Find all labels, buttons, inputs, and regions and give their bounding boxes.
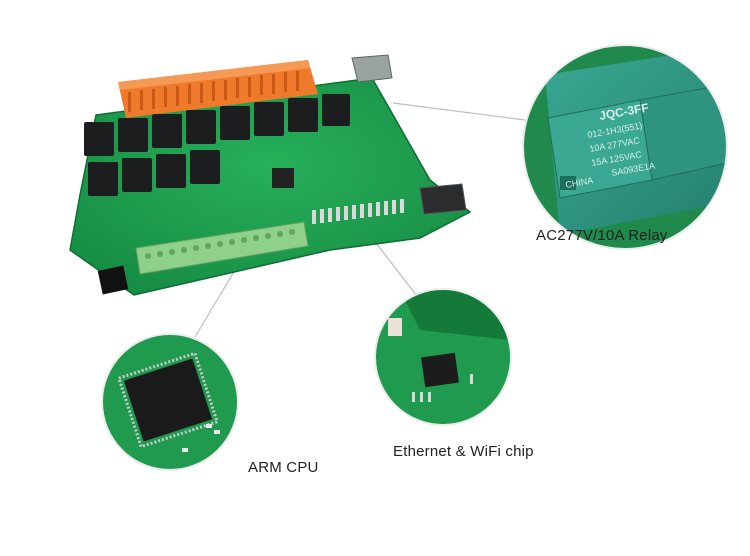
ethernet-callout-label: Ethernet & WiFi chip: [393, 443, 534, 460]
pin-header: [312, 199, 404, 224]
board-cpu: [272, 168, 294, 188]
cpu-callout: [102, 334, 238, 470]
ethernet-callout: [375, 289, 511, 425]
orange-terminal-block: [118, 60, 318, 118]
relay-callout-label: AC277V/10A Relay: [536, 227, 668, 244]
green-terminal-block: [135, 221, 309, 275]
svg-text:CHINA: CHINA: [565, 175, 594, 190]
db9-connector: [419, 183, 467, 215]
ethernet-jack: [351, 54, 393, 83]
power-jack: [97, 265, 129, 295]
cpu-callout-label: ARM CPU: [248, 459, 319, 476]
relays: [84, 94, 350, 196]
relay-board: [69, 54, 472, 296]
relay-callout: [523, 45, 727, 249]
